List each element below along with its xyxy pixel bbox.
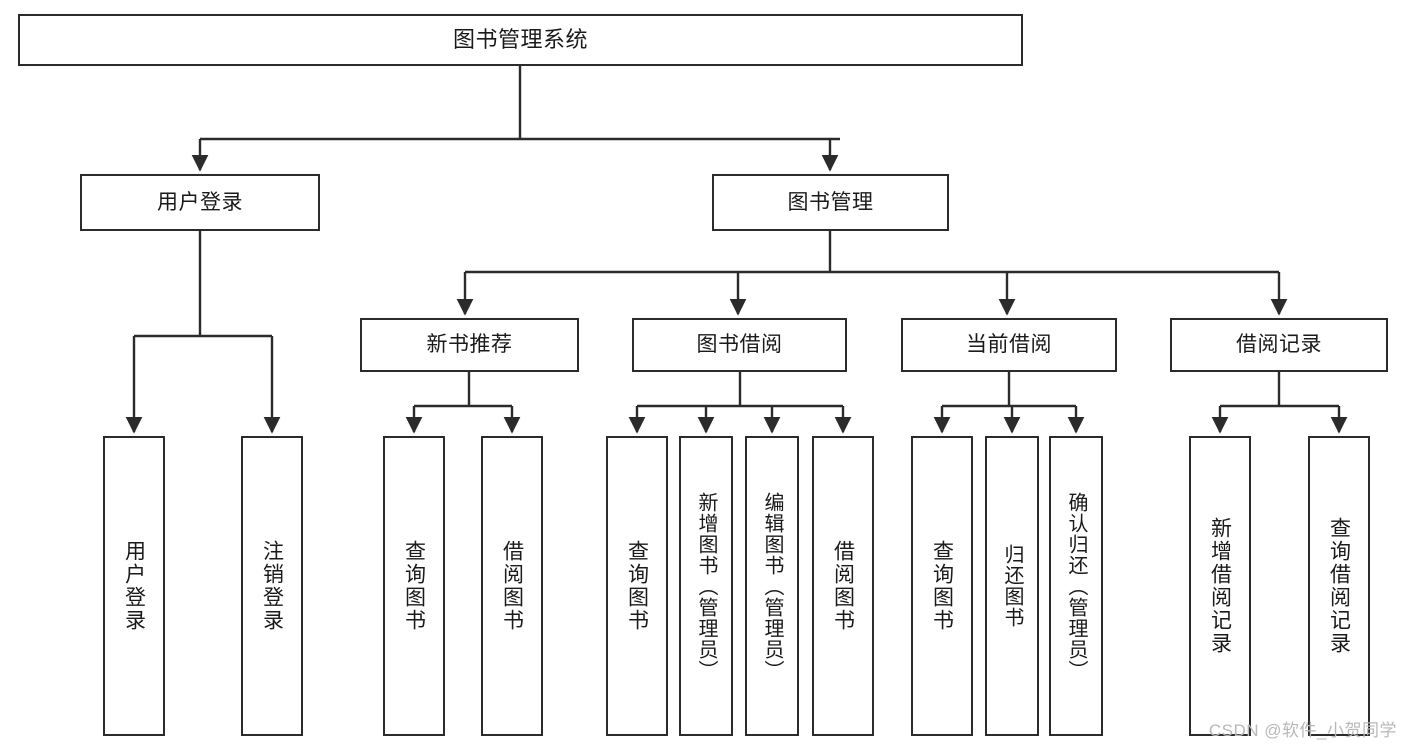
node-new-book-recommend[interactable]: 新书推荐 (360, 318, 579, 372)
leaf-label: 用户登录 (122, 540, 146, 632)
node-book-borrow-label: 图书借阅 (696, 333, 783, 357)
leaf-user-login-login[interactable]: 用户登录 (103, 436, 165, 736)
leaf-label: 查询图书 (930, 540, 954, 632)
leaf-label: 查询图书 (402, 540, 426, 632)
node-root[interactable]: 图书管理系统 (18, 14, 1023, 66)
leaf-label: 新增图书（管理员） (695, 491, 717, 681)
leaf-label: 归还图书 (1001, 544, 1023, 628)
leaf-label: 确认归还（管理员） (1065, 491, 1087, 681)
leaf-label: 注销登录 (260, 540, 284, 632)
leaf-borrow-query-book[interactable]: 查询图书 (606, 436, 668, 736)
node-current-borrow-label: 当前借阅 (966, 333, 1052, 357)
leaf-label: 借阅图书 (500, 540, 524, 632)
leaf-label: 查询借阅记录 (1327, 517, 1351, 655)
node-book-management-label: 图书管理 (787, 190, 874, 214)
csdn-watermark: CSDN @软件_小贺同学 (1208, 721, 1397, 740)
node-new-book-recommend-label: 新书推荐 (426, 333, 513, 357)
node-book-borrow[interactable]: 图书借阅 (632, 318, 847, 372)
leaf-record-query[interactable]: 查询借阅记录 (1308, 436, 1370, 736)
node-borrow-record-label: 借阅记录 (1236, 333, 1322, 357)
leaf-current-return-book[interactable]: 归还图书 (985, 436, 1039, 736)
node-user-login[interactable]: 用户登录 (80, 174, 320, 231)
leaf-label: 查询图书 (625, 540, 649, 632)
node-user-login-label: 用户登录 (157, 190, 243, 214)
leaf-record-add[interactable]: 新增借阅记录 (1189, 436, 1251, 736)
node-book-management[interactable]: 图书管理 (712, 174, 949, 231)
node-borrow-record[interactable]: 借阅记录 (1170, 318, 1388, 372)
leaf-current-query-book[interactable]: 查询图书 (911, 436, 973, 736)
leaf-borrow-add-book-admin[interactable]: 新增图书（管理员） (679, 436, 733, 736)
leaf-user-login-logout[interactable]: 注销登录 (241, 436, 303, 736)
node-current-borrow[interactable]: 当前借阅 (901, 318, 1117, 372)
leaf-label: 编辑图书（管理员） (761, 491, 783, 681)
leaf-borrow-edit-book-admin[interactable]: 编辑图书（管理员） (745, 436, 799, 736)
leaf-label: 新增借阅记录 (1208, 517, 1232, 655)
leaf-current-confirm-return-admin[interactable]: 确认归还（管理员） (1049, 436, 1103, 736)
leaf-new-book-borrow[interactable]: 借阅图书 (481, 436, 543, 736)
leaf-label: 借阅图书 (831, 540, 855, 632)
leaf-new-book-query[interactable]: 查询图书 (383, 436, 445, 736)
leaf-borrow-borrow-book[interactable]: 借阅图书 (812, 436, 874, 736)
node-root-label: 图书管理系统 (452, 26, 588, 52)
